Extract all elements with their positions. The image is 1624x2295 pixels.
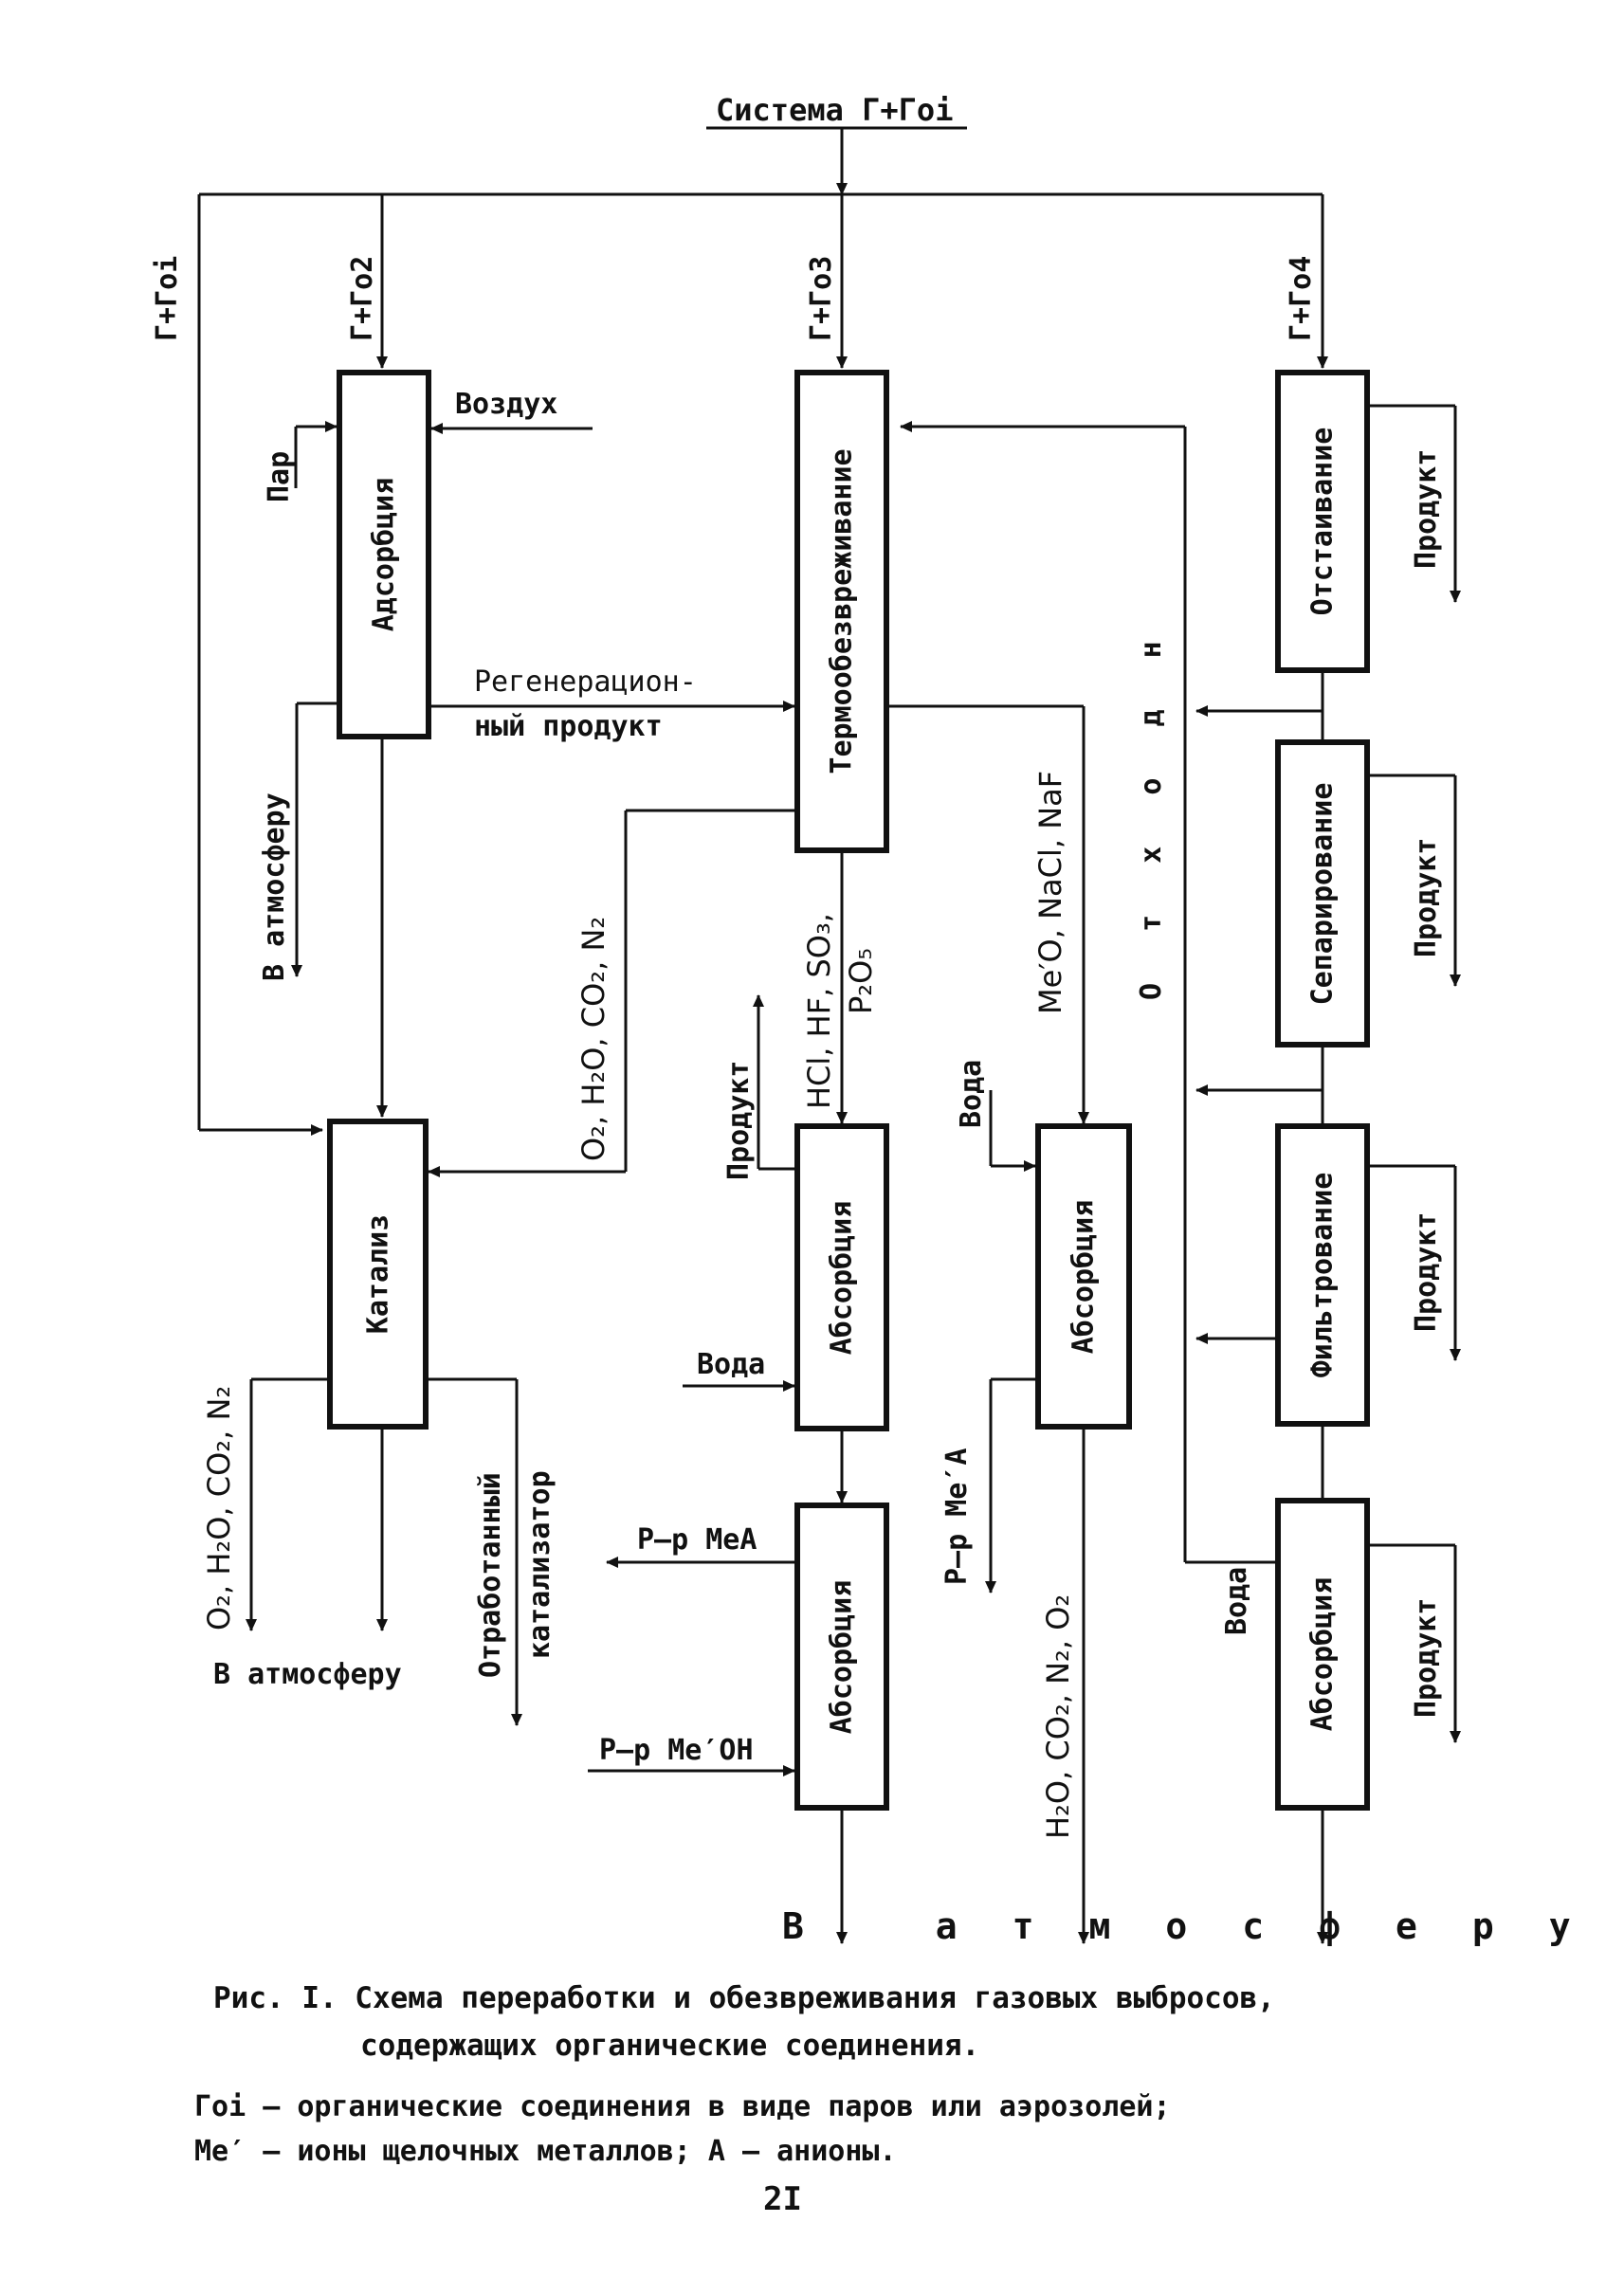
product-label-2: Продукт bbox=[1410, 837, 1443, 957]
catalysis-label: Катализ bbox=[361, 1213, 394, 1335]
wastes-label: О т х о д н bbox=[1135, 624, 1168, 1000]
absorption-water-label: Абсорбция bbox=[1305, 1576, 1340, 1732]
filtration-label: Фильтрование bbox=[1305, 1172, 1340, 1378]
o2-mix-label: O₂, H₂O, CO₂, N₂ bbox=[575, 916, 611, 1161]
catalysis-box: Катализ bbox=[327, 1119, 429, 1430]
water-label-3: Вода bbox=[1220, 1566, 1253, 1635]
branch-label-4: Г+Го4 bbox=[1285, 255, 1318, 341]
branch-label-1: Г+Гоi bbox=[151, 255, 184, 341]
branch-label-3: Г+Го3 bbox=[805, 255, 838, 341]
absorption-mid-label: Абсорбция bbox=[1067, 1199, 1101, 1354]
to-atmosphere-big-label: В атмосферу bbox=[782, 1905, 1624, 1947]
water-label-2: Вода bbox=[697, 1348, 766, 1381]
absorption-mid-box: Абсорбция bbox=[1035, 1123, 1132, 1430]
to-atmosphere-bottom-left-label: В атмосферу bbox=[213, 1658, 402, 1691]
filtration-box: Фильтрование bbox=[1275, 1123, 1370, 1427]
acid-label-2: P₂O₅ bbox=[843, 947, 879, 1014]
solution-mea2-label: Р–р Ме′А bbox=[940, 1448, 974, 1586]
legend-line-1: Гоi – органические соединения в виде пар… bbox=[194, 2090, 1171, 2123]
adsorption-label: Адсорбция bbox=[367, 477, 401, 632]
salts-label: Me′O, NaCl, NaF bbox=[1032, 770, 1068, 1014]
branch-label-2: Г+Го2 bbox=[346, 255, 379, 341]
to-atmosphere-left-label: В атмосферу bbox=[258, 792, 291, 981]
absorption-left-box: Абсорбция bbox=[794, 1123, 889, 1431]
system-label: Система Г+Гоi bbox=[716, 92, 954, 128]
settling-box: Отстаивание bbox=[1275, 370, 1370, 673]
legend-line-2: Ме′ – ионы щелочных металлов; А – анионы… bbox=[194, 2135, 897, 2168]
thermo-box: Термообезвреживание bbox=[794, 370, 889, 853]
spent-catalyst-label-1: Отработанный bbox=[474, 1472, 507, 1678]
separation-box: Сепарирование bbox=[1275, 739, 1370, 1047]
product-label-1: Продукт bbox=[1410, 448, 1443, 569]
absorption-bottom-box: Абсорбция bbox=[794, 1503, 889, 1811]
product-label-3: Продукт bbox=[1410, 1211, 1443, 1332]
solution-meoh-label: Р–р Ме′ОН bbox=[599, 1734, 754, 1767]
mid-out-label: H₂O, CO₂, N₂, O₂ bbox=[1040, 1594, 1076, 1839]
spent-catalyst-label-2: катализатор bbox=[523, 1470, 557, 1659]
steam-label: Пар bbox=[263, 450, 296, 502]
product-label-5: Продукт bbox=[722, 1060, 756, 1180]
water-label-1: Вода bbox=[955, 1059, 988, 1128]
adsorption-box: Адсорбция bbox=[337, 370, 431, 739]
absorption-left-label: Абсорбция bbox=[825, 1200, 859, 1355]
product-label-4: Продукт bbox=[1410, 1597, 1443, 1718]
separation-label: Сепарирование bbox=[1305, 782, 1340, 1005]
absorption-bottom-label: Абсорбция bbox=[825, 1579, 859, 1734]
air-label: Воздух bbox=[455, 388, 558, 421]
solution-mea-label: Р–р МеА bbox=[637, 1523, 757, 1557]
acid-label-1: HCl, HF, SO₃, bbox=[801, 913, 837, 1109]
regen-label-1: Регенерацион- bbox=[474, 665, 697, 699]
page-number: 2I bbox=[763, 2180, 802, 2218]
figure-caption-line-1: Рис. I. Схема переработки и обезвреживан… bbox=[213, 1981, 1275, 2015]
regen-label-2: ный продукт bbox=[474, 710, 663, 743]
figure-caption-line-2: содержащих органические соединения. bbox=[360, 2029, 980, 2063]
thermo-label: Термообезвреживание bbox=[825, 448, 859, 774]
settling-label: Отстаивание bbox=[1305, 427, 1340, 616]
catalysis-out-label: O₂, H₂O, CO₂, N₂ bbox=[201, 1385, 237, 1630]
absorption-water-box: Абсорбция bbox=[1275, 1498, 1370, 1811]
